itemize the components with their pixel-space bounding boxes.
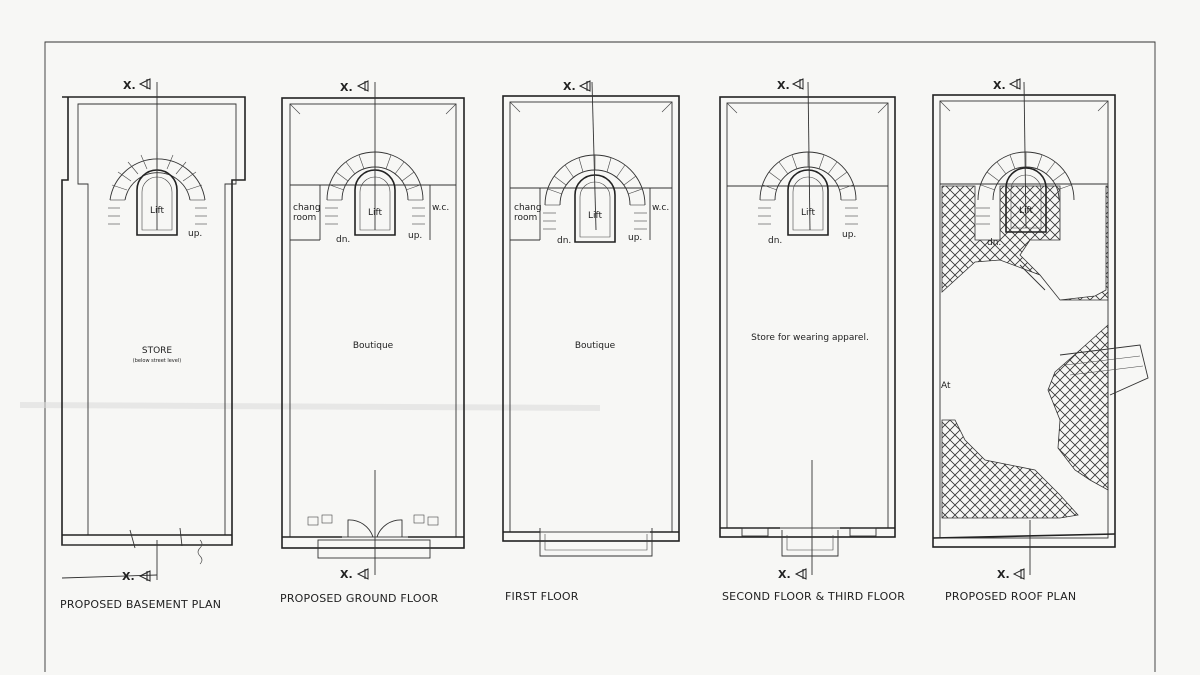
room-label-store: STORE xyxy=(142,346,173,356)
stair-label-dn: dn. xyxy=(336,235,350,245)
stair-label-up: up. xyxy=(628,233,642,243)
roof-hatch-right xyxy=(1047,324,1109,491)
stair-label-dn: dn. xyxy=(768,236,782,246)
plan-title: PROPOSED GROUND FLOOR xyxy=(280,592,439,605)
stair-label-dn: dn. xyxy=(987,238,1001,248)
plan-title: SECOND FLOOR & THIRD FLOOR xyxy=(722,590,905,603)
room-label-lift: Lift xyxy=(588,211,603,221)
room-label-chang: chang xyxy=(514,203,542,213)
plan-roof: X. X. Lift dn. At PROPOSED ROOF PLAN xyxy=(932,78,1149,603)
room-label-boutique: Boutique xyxy=(353,341,394,351)
plan-second-third-floor: X. X. Lift dn. up. Store for wearing app… xyxy=(719,78,905,603)
section-label-at: At xyxy=(941,381,951,391)
room-label-wc: w.c. xyxy=(652,203,669,213)
room-label-room: room xyxy=(514,213,537,223)
sheet-border xyxy=(44,41,1156,672)
section-marker-top: X. xyxy=(777,79,790,92)
scan-crease xyxy=(19,402,601,411)
plan-ground-floor: X. X. chang room Lift w.c. dn. up. Bouti… xyxy=(280,80,465,605)
stair-label-up: up. xyxy=(408,231,422,241)
room-label-lift: Lift xyxy=(801,208,816,218)
room-label-wc: w.c. xyxy=(432,203,449,213)
stair-label-up: up. xyxy=(188,229,202,239)
room-note-below-street: (below street level) xyxy=(133,358,181,364)
section-marker-bottom: X. xyxy=(340,568,353,581)
stair-label-up: up. xyxy=(842,230,856,240)
room-label-store-apparel: Store for wearing apparel. xyxy=(751,333,869,343)
room-label-lift: Lift xyxy=(150,206,165,216)
section-marker-top: X. xyxy=(563,80,576,93)
section-marker-top: X. xyxy=(123,79,136,92)
plan-first-floor: X. chang room Lift w.c. dn. up. Boutique… xyxy=(502,80,680,603)
plan-title: PROPOSED ROOF PLAN xyxy=(945,590,1076,603)
room-label-room: room xyxy=(293,213,316,223)
section-marker-bottom: X. xyxy=(122,570,135,583)
room-label-chang: chang xyxy=(293,203,321,213)
plan-title: PROPOSED BASEMENT PLAN xyxy=(60,598,221,611)
room-label-boutique: Boutique xyxy=(575,341,616,351)
section-marker-bottom: X. xyxy=(778,568,791,581)
roof-hatch-upper xyxy=(941,185,1109,301)
stair-label-dn: dn. xyxy=(557,236,571,246)
plan-basement: X. X. Lift up. STORE (below street level… xyxy=(60,78,246,611)
plan-title: FIRST FLOOR xyxy=(505,590,579,603)
room-label-lift: Lift xyxy=(1019,206,1034,216)
section-marker-top: X. xyxy=(340,81,353,94)
room-label-lift: Lift xyxy=(368,208,383,218)
section-marker-top: X. xyxy=(993,79,1006,92)
section-marker-bottom: X. xyxy=(997,568,1010,581)
roof-hatch-lower xyxy=(941,419,1079,519)
